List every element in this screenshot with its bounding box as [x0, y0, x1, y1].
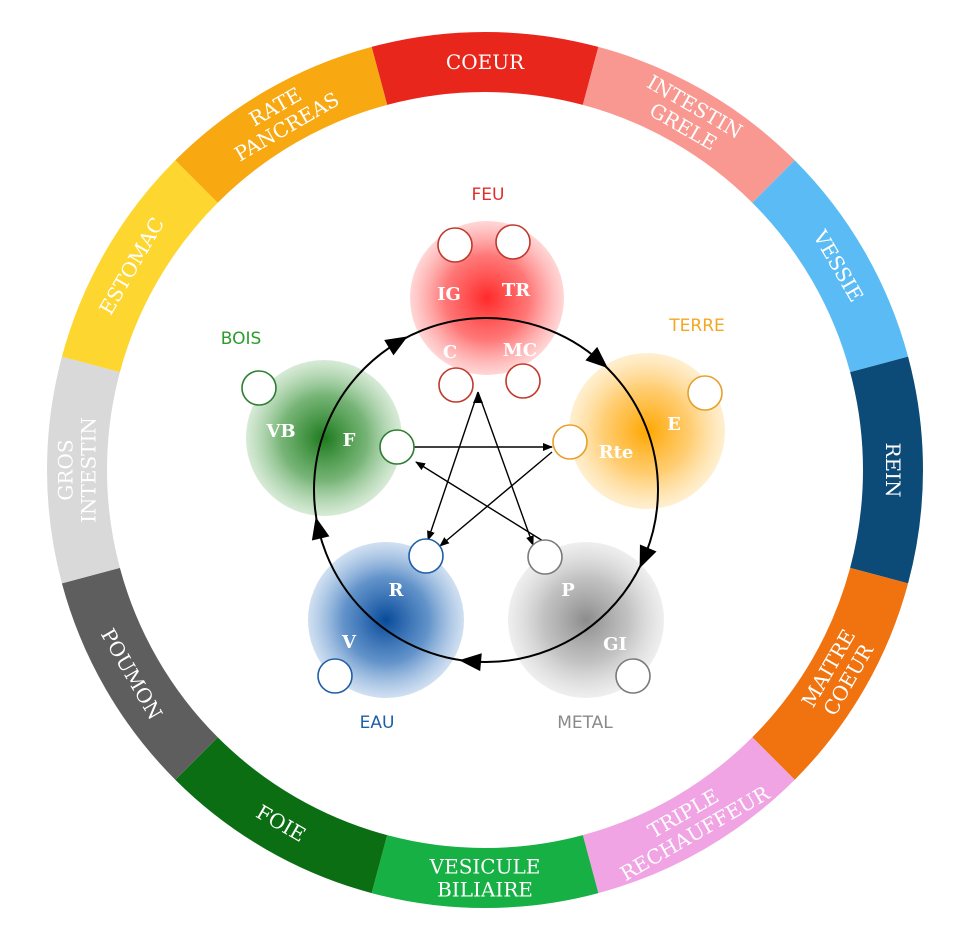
connector-circle-eau-2	[317, 658, 353, 694]
ring-segment-estomac	[61, 160, 218, 373]
connector-circle-metal-1	[527, 539, 563, 575]
connector-circle-terre-1	[687, 375, 723, 411]
element-name-bois: BOIS	[221, 329, 262, 349]
organ-label-v: V	[341, 632, 357, 653]
ring-segment-maitre-coeur	[752, 567, 909, 780]
control-line-1	[477, 391, 534, 546]
control-line-4	[415, 461, 544, 542]
element-names: FEU TERRE METAL EAU BOIS	[221, 185, 725, 733]
element-circle-eau	[308, 542, 464, 698]
ring-segment-vesicule-biliaire	[371, 835, 599, 908]
organ-label-gi: GI	[603, 634, 627, 655]
connector-circle-terre-2	[552, 424, 588, 460]
control-line-2	[427, 391, 479, 541]
control-arrowhead-feu	[473, 392, 483, 403]
connector-circle-feu-2	[495, 224, 531, 260]
organ-label-vb: VB	[265, 421, 295, 442]
element-name-eau: EAU	[360, 713, 395, 733]
organ-label-mc: MC	[503, 340, 537, 361]
ring-segment-gros-intestin	[46, 356, 120, 584]
connector-circle-feu-1	[437, 227, 473, 263]
elements-group	[246, 221, 725, 698]
ring-segment-intestin-grele	[582, 46, 795, 203]
cycle-circle	[313, 317, 659, 663]
cycle-arrowhead-3	[639, 544, 657, 569]
cycle-arrowhead-2	[585, 346, 608, 369]
element-name-terre: TERRE	[668, 316, 725, 336]
ring-segment-poumon	[61, 567, 218, 780]
connector-circle-bois-1	[241, 370, 277, 406]
cycle-arrowhead-5	[311, 516, 330, 541]
ring-label-coeur: COEUR	[446, 50, 525, 74]
element-circle-metal	[508, 542, 664, 698]
organ-label-tr: TR	[502, 280, 531, 301]
ring-label-rein: REIN	[881, 442, 905, 497]
organ-label-c: C	[443, 342, 457, 363]
connector-circle-feu-4	[505, 363, 541, 399]
ring-segment-rein	[850, 356, 923, 584]
organ-label-ig: IG	[437, 284, 461, 305]
organ-ring: COEURINTESTINGRELEVESSIEREINMAITRECOEURT…	[46, 32, 923, 908]
element-circle-bois	[246, 360, 402, 516]
element-circle-feu	[410, 221, 564, 375]
organ-label-f: F	[343, 430, 356, 451]
connector-circle-bois-2	[379, 429, 415, 465]
ring-segment-foie	[175, 737, 388, 894]
ring-segment-rate-pancreas	[175, 46, 388, 203]
connector-circle-eau-1	[408, 538, 444, 574]
organ-label-rte: Rte	[599, 442, 634, 463]
organ-label-r: R	[389, 580, 405, 601]
organ-label-e: E	[667, 414, 681, 435]
control-cycle	[409, 391, 553, 547]
ring-segment-triple-rechauffeur	[582, 737, 795, 894]
ring-label-gros-intestin: GROSINTESTIN	[54, 417, 101, 523]
connector-circle-feu-3	[438, 367, 474, 403]
organ-label-p: P	[561, 580, 575, 601]
element-name-metal: METAL	[557, 713, 613, 733]
element-name-feu: FEU	[472, 185, 505, 205]
generation-cycle	[311, 317, 659, 672]
ring-segment-coeur	[371, 32, 599, 105]
ring-segment-vessie	[752, 160, 909, 373]
cycle-arrowhead-4	[459, 653, 482, 672]
cycle-arrowhead-1	[384, 336, 408, 356]
control-line-5	[439, 451, 553, 547]
connector-circle-metal-2	[615, 658, 651, 694]
connector-circles	[241, 224, 723, 694]
